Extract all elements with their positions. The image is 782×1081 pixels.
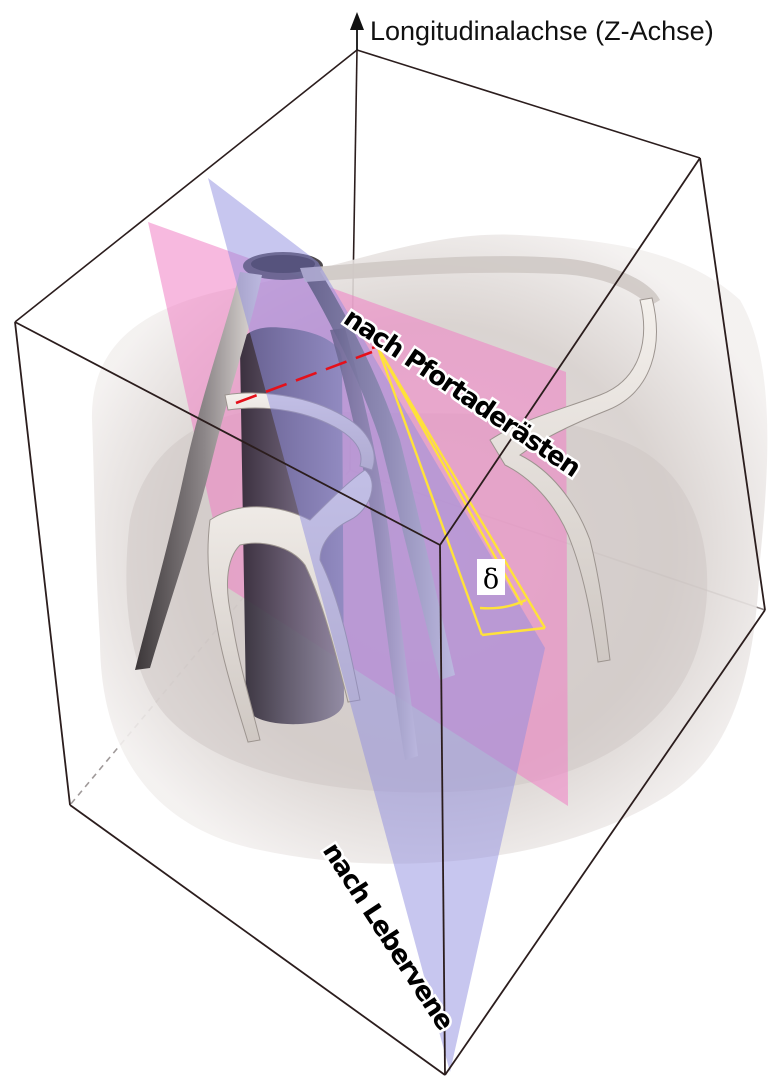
svg-text:δ: δ [483,564,499,595]
angle-delta-label: δ [477,559,505,595]
longitudinal-axis-arrow [350,12,364,50]
arrow-up-icon [350,12,364,30]
axis-title: Longitudinalachse (Z-Achse) [370,16,714,46]
